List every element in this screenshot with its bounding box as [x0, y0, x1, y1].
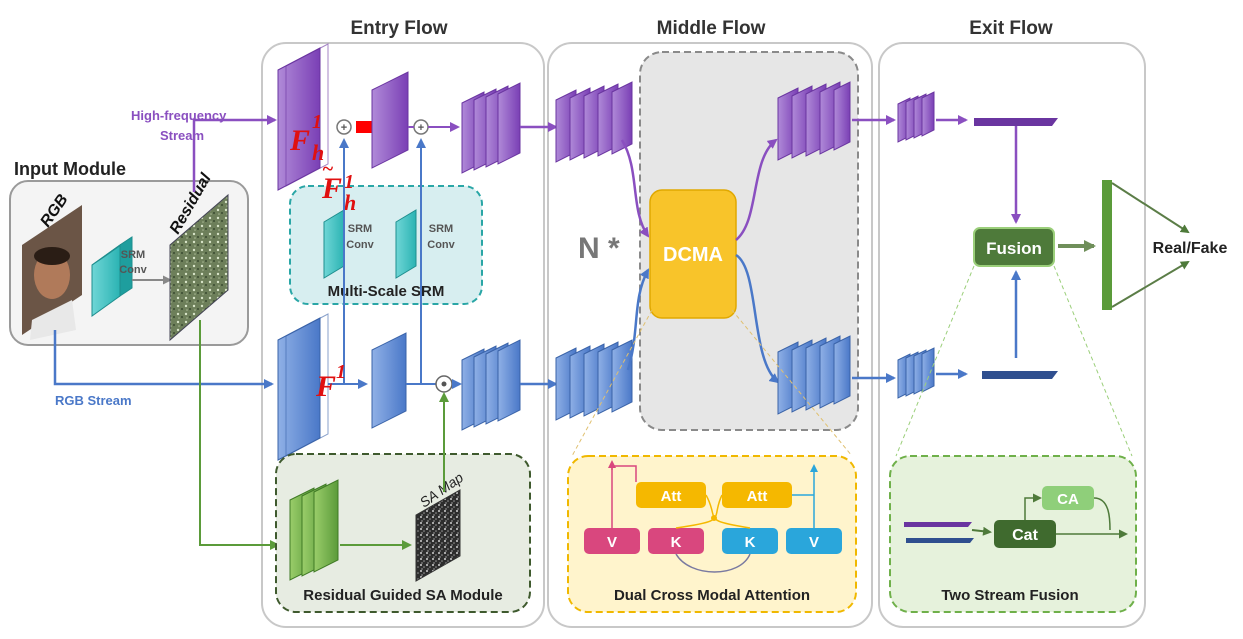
dcma-to-purple-arrow	[735, 138, 778, 241]
entry-purple-stack	[461, 82, 521, 174]
add-op-symbol-2: +	[418, 122, 424, 134]
residual-to-sa-arrow	[199, 320, 280, 550]
f-h-tilde-mark: ~	[322, 158, 333, 180]
k-label-left: K	[671, 534, 682, 551]
two-stream-fusion-label: Two Stream Fusion	[941, 587, 1078, 604]
classifier-layer	[1102, 180, 1112, 310]
entry-flow-title: Entry Flow	[350, 18, 447, 39]
entry-blue-block-1	[277, 313, 329, 461]
att-label-1: Att	[661, 488, 682, 505]
fusion-block	[973, 227, 1055, 267]
cat-block	[994, 520, 1056, 548]
dcma-label: DCMA	[663, 244, 723, 266]
sa-green-stack	[289, 479, 339, 581]
entry-blue-block-2	[371, 332, 407, 429]
att-cross-dot	[711, 515, 717, 521]
residual-guided-sa-label: Residual Guided SA Module	[303, 587, 502, 604]
ca-label: CA	[1057, 491, 1079, 508]
exit-blue-stack	[897, 347, 935, 399]
dcma-to-blue-arrow	[735, 253, 780, 384]
real-fake-label: Real/Fake	[1153, 240, 1228, 257]
rgb-face-image	[22, 205, 82, 340]
middle-purple-stack-out	[777, 81, 851, 161]
exit-flow-frame	[878, 42, 1146, 628]
entry-flow-frame	[261, 42, 545, 628]
f-h-1-subscript: h	[312, 140, 324, 165]
f-1-superscript: 1	[336, 361, 346, 383]
cat-label: Cat	[1012, 527, 1038, 544]
purple-feature-vector	[974, 118, 1058, 126]
exit-purple-stack	[897, 91, 935, 143]
sa-map-image	[415, 489, 461, 582]
n-repeat-label: N *	[578, 232, 620, 265]
v-left-to-att-line	[611, 465, 637, 528]
ca-out-line	[1093, 497, 1111, 531]
input-module-title: Input Module	[14, 159, 126, 179]
entry-purple-block-1	[277, 43, 329, 191]
middle-purple-stack-in	[555, 81, 633, 163]
entry-blue-stack	[461, 339, 521, 431]
v-block-left	[584, 528, 640, 554]
exit-flow-title: Exit Flow	[969, 18, 1053, 39]
srm-conv-block-1	[323, 209, 345, 279]
fusion-zoom-line-right	[1053, 265, 1133, 457]
cat-to-ca-arrow	[1024, 493, 1042, 520]
v-label-left: V	[607, 534, 617, 551]
add-op-symbol: +	[341, 122, 347, 134]
classifier-bottom-edge	[1111, 260, 1190, 308]
multiply-op-dot	[441, 381, 447, 387]
tsf-blue-vector	[906, 538, 974, 543]
k-label-right: K	[745, 534, 756, 551]
high-frequency-label-line2: Stream	[160, 128, 204, 143]
tsf-purple-vector	[904, 522, 972, 527]
blue-feature-vector	[982, 371, 1058, 379]
purple-to-dcma-arrow	[620, 139, 650, 238]
high-frequency-label-line1: High-frequency	[131, 108, 227, 123]
k-block-left	[648, 528, 704, 554]
k-block-right	[722, 528, 778, 554]
att-block-1	[636, 482, 706, 508]
middle-blue-stack-in	[555, 339, 633, 421]
dual-cross-modal-attention-label: Dual Cross Modal Attention	[614, 587, 810, 604]
f-h-1-symbol: F	[289, 124, 310, 157]
srm-conv-2-line1: SRM	[429, 223, 453, 235]
fusion-zoom-line-left	[895, 265, 975, 457]
high-frequency-stream-arrow	[192, 115, 277, 192]
multi-scale-srm-label: Multi-Scale SRM	[328, 283, 445, 300]
residual-guided-sa-panel	[275, 453, 531, 613]
srm-conv-1-line1: SRM	[348, 223, 372, 235]
entry-purple-block-2	[371, 71, 409, 169]
srm-conv-2-line2: Conv	[427, 239, 455, 251]
f-h-tilde-subscript: h	[344, 190, 356, 215]
input-srm-label: SRM	[121, 249, 145, 261]
f-h-tilde-symbol: F	[321, 172, 342, 205]
input-srm-conv-block	[91, 236, 133, 317]
tsf-to-cat-arrow	[971, 526, 992, 536]
residual-image	[169, 193, 229, 342]
att-label-2: Att	[747, 488, 768, 505]
middle-blue-stack-out	[777, 335, 851, 415]
v-block-right	[786, 528, 842, 554]
v-label-right: V	[809, 534, 819, 551]
classifier-top-edge	[1111, 182, 1190, 234]
blue-to-dcma-arrow	[626, 268, 650, 371]
att-block-2	[722, 482, 792, 508]
srm-conv-block-2	[395, 209, 417, 279]
middle-flow-frame	[547, 42, 873, 628]
ca-block	[1042, 486, 1094, 510]
f-1-symbol: F	[315, 370, 336, 403]
add-op-icon	[336, 119, 352, 135]
f-h-1-superscript: 1	[312, 111, 322, 133]
fusion-label: Fusion	[986, 239, 1042, 258]
srm-conv-1-line2: Conv	[346, 239, 374, 251]
f-h-tilde-superscript: 1	[344, 171, 354, 193]
rgb-stream-label: RGB Stream	[55, 393, 132, 408]
dcma-block	[649, 189, 737, 319]
middle-flow-title: Middle Flow	[657, 18, 766, 39]
k-bridge-line	[675, 553, 751, 573]
zoom-line-right	[731, 309, 853, 457]
input-conv-label: Conv	[119, 264, 147, 276]
